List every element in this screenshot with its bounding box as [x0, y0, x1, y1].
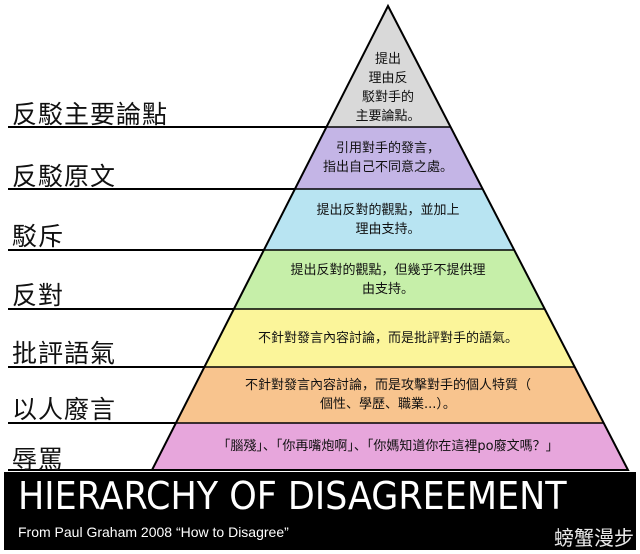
pyramid-band-7	[152, 423, 628, 470]
level-label: 反駁主要論點	[12, 100, 169, 129]
level-label: 反駁原文	[12, 162, 117, 191]
level-label: 反對	[12, 281, 65, 310]
title-banner: HIERARCHY OF DISAGREEMENT From Paul Grah…	[4, 472, 636, 550]
banner-title: HIERARCHY OF DISAGREEMENT	[18, 474, 567, 518]
pyramid-band-5	[204, 309, 575, 367]
pyramid-band-2	[294, 127, 483, 189]
level-label: 辱罵	[12, 445, 65, 474]
level-label: 批評語氣	[12, 339, 117, 368]
pyramid-outline	[150, 3, 630, 471]
level-description: 引用對手的發言， 指出自己不同意之處。	[322, 141, 453, 175]
level-description: 提出 理由反 駁對手的 主要論點。	[355, 52, 421, 124]
pyramid-band-1	[326, 6, 451, 127]
level-description: 提出反對的觀點，並加上 理由支持。	[316, 202, 460, 237]
level-label: 以人廢言	[12, 395, 117, 424]
pyramid-band-4	[233, 250, 545, 309]
level-description: 不針對發言內容討論，而是攻擊對手的個人特質（ 個性、學歷、職業...）。	[244, 378, 531, 412]
pyramid-band-6	[175, 367, 604, 423]
pyramid-band-3	[263, 189, 515, 250]
level-description: 「腦殘」、「你再嘴炮啊」、「你媽知道你在這裡po廢文嗎？」	[217, 439, 559, 454]
level-label: 駁斥	[12, 222, 65, 251]
banner-subtitle: From Paul Graham 2008 “How to Disagree”	[18, 524, 289, 540]
level-description: 不針對發言內容討論，而是批評對手的語氣。	[257, 330, 518, 346]
level-description: 提出反對的觀點，但幾乎不提供理 由支持。	[290, 262, 486, 297]
watermark: 螃蟹漫步	[554, 526, 634, 550]
